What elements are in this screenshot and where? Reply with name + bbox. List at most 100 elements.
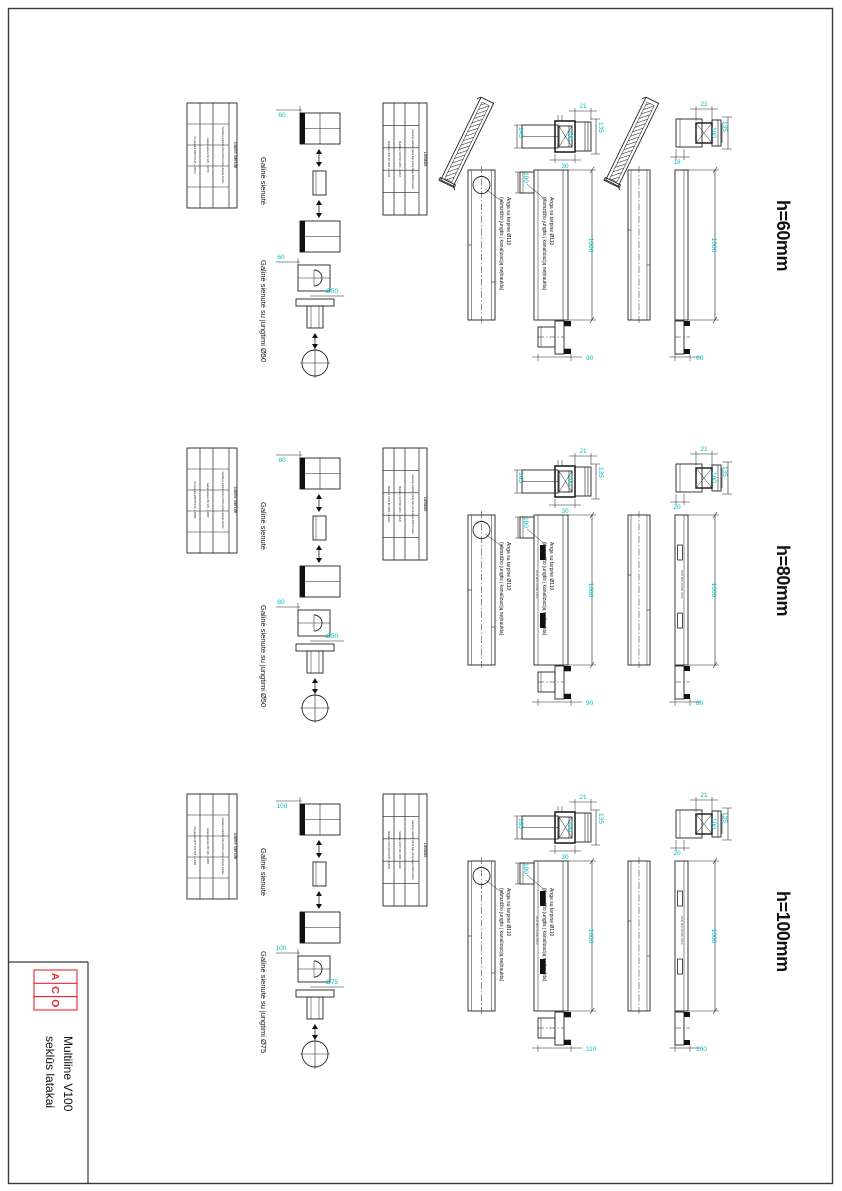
endcap-height-dim: 80 xyxy=(278,457,286,464)
dim-base: 18 xyxy=(673,159,681,166)
plan-view-plain xyxy=(627,165,651,325)
title-block: A C O Multiline V100 seklūs latakai xyxy=(8,961,89,1184)
channel-table-row: Multiline V100 100 1000 - 13030 xyxy=(398,831,402,869)
dim-width: 135 xyxy=(721,121,728,132)
endcap-table-row: Su jungtimi Ø50 80 135 + 13081 xyxy=(193,481,197,519)
dim-grate-width: 100 xyxy=(566,821,573,832)
endcap-drawing xyxy=(275,450,341,598)
dim-profile-height: 90 xyxy=(586,355,594,362)
endcap-table-row: Su jungtimi Ø50 60 135 + 13071 xyxy=(193,136,197,174)
dim-base: 20 xyxy=(673,504,681,511)
dim-total-height: 145 xyxy=(517,127,524,138)
channel-table-headers: Gaminys Aukštis (mm) Ilgis (mm) Anga Ø11… xyxy=(411,820,415,880)
dim-width: 135 xyxy=(597,813,604,824)
dim-profile-height: 90 xyxy=(586,700,594,707)
endcap-table-row: Su jungtimi Ø75 100 135 + 13091 xyxy=(193,827,197,866)
endcap-conn-label: Galinė sienutė su jungtimi Ø75 xyxy=(259,951,268,1053)
endcap-table-title: Galinė sienutė xyxy=(233,487,238,514)
dim-profile-height: 80 xyxy=(696,700,704,707)
outlet-annotation-line1: Anga su tarpine Ø110 xyxy=(548,197,554,245)
cross-section-outlet xyxy=(513,798,601,855)
dim-socket: 100 xyxy=(522,863,529,874)
side-view-outlet xyxy=(514,511,597,669)
isometric-channel xyxy=(436,95,497,191)
aco-logo xyxy=(33,969,78,1011)
dim-total-height: 185 xyxy=(517,818,524,829)
outlet-annotation-line2: (vamzdžio jungtis į kanalizaciją neįtrau… xyxy=(541,542,547,636)
dim-length: 1000 xyxy=(587,238,594,253)
dim-length: 1000 xyxy=(710,583,717,598)
channel-table-title: Latakas xyxy=(423,497,428,512)
section-h100: h=100mm Galinė sienutė Gaminys Aukštis (… xyxy=(186,792,793,1070)
channel-table-row: Multiline V100 80 1000 + 13021 xyxy=(387,486,391,523)
outlet-annotation-line1: Anga su tarpine Ø110 xyxy=(548,542,554,590)
conn-diameter-dim: Ø50 xyxy=(326,633,339,640)
cross-section-outlet xyxy=(513,452,601,509)
outlet-annotation-line1: Anga su tarpine Ø110 xyxy=(548,888,554,936)
outlet-annotation-line2: (vamzdžio jungtis į kanalizaciją neįtrau… xyxy=(541,197,547,291)
dim-grate-width: 100 xyxy=(566,475,573,486)
endcap-table-row: Galinė sienutė 100 135 - 13090 xyxy=(206,828,210,865)
channel-table-row: Multiline V100 60 1000 - 13010 xyxy=(398,141,402,177)
channel-table-title: Latakas xyxy=(423,152,428,167)
cross-section-plain xyxy=(669,105,733,161)
endcap-conn-drawing xyxy=(275,602,345,724)
dim-length: 1000 xyxy=(587,583,594,598)
product-title-line2: seklūs latakai xyxy=(43,1036,57,1108)
dim-width: 135 xyxy=(597,467,604,478)
section-header: h=100mm xyxy=(773,891,793,972)
outlet-annotation-line2: (vamzdžio jungtis į kanalizaciją neįtrau… xyxy=(541,888,547,982)
dim-edge: 21 xyxy=(579,448,587,455)
section-h60: h=60mm Galinė sienutė Gaminys Aukštis (m… xyxy=(186,95,793,379)
endcap-conn-drawing xyxy=(275,257,345,379)
dim-profile-height: 100 xyxy=(696,1046,707,1053)
channel-table-title: Latakas xyxy=(423,843,428,858)
dim-base: 20 xyxy=(673,850,681,857)
profile-outlet xyxy=(531,1011,583,1053)
dim-base: 30 xyxy=(561,508,569,515)
dim-edge: 21 xyxy=(579,103,587,110)
dim-profile-height: 110 xyxy=(586,1046,597,1053)
endcap-drawing xyxy=(275,796,341,944)
cross-section-plain xyxy=(669,450,733,506)
endcap-table-title: Galinė sienutė xyxy=(233,142,238,169)
dim-width: 135 xyxy=(721,466,728,477)
side-view-outlet xyxy=(514,166,597,324)
isometric-channel xyxy=(601,95,662,191)
dim-base: 30 xyxy=(561,163,569,170)
dim-length: 1000 xyxy=(710,929,717,944)
dim-width: 135 xyxy=(721,812,728,823)
endcap-label: Galinė sienutė xyxy=(259,502,268,550)
dim-edge: 21 xyxy=(700,446,708,453)
product-title-line1: Multiline V100 xyxy=(61,1036,75,1112)
dim-edge: 21 xyxy=(579,794,587,801)
endcap-label: Galinė sienutė xyxy=(259,848,268,896)
logo-letter: O xyxy=(49,999,61,1007)
endcap-height-dim: 100 xyxy=(277,803,288,810)
endcap-drawing xyxy=(275,105,341,253)
channel-marking: ACO MULTILINE V100 xyxy=(680,570,684,599)
profile-outlet xyxy=(531,665,583,707)
endcap-height-dim: 60 xyxy=(278,112,286,119)
dim-grate-width: 100 xyxy=(566,130,573,141)
dim-edge: 21 xyxy=(700,792,708,799)
section-header: h=60mm xyxy=(773,200,793,271)
dim-length: 1000 xyxy=(587,929,594,944)
logo-letter: C xyxy=(49,986,61,994)
endcap-conn-label: Galinė sienutė su jungtimi Ø50 xyxy=(259,260,268,362)
plan-view-plain xyxy=(627,856,651,1016)
endcap-table-row: Galinė sienutė 60 135 - 13070 xyxy=(206,138,210,173)
endcap-table-title: Galinė sienutė xyxy=(233,833,238,860)
section-header: h=80mm xyxy=(773,545,793,616)
channel-marking: ACO MULTILINE V100 xyxy=(535,570,539,599)
endcap-table-headers: Gaminys Aukštis (mm) Plotis (mm) Jungtis… xyxy=(221,127,225,184)
endcap-conn-label: Galinė sienutė su jungtimi Ø50 xyxy=(259,605,268,707)
conn-diameter-dim: Ø75 xyxy=(326,979,339,986)
conn-diameter-dim: Ø50 xyxy=(326,288,339,295)
cross-section-plain xyxy=(669,796,733,852)
dim-profile-height: 60 xyxy=(696,355,704,362)
channel-table-row: Multiline V100 100 1000 + 13031 xyxy=(387,831,391,870)
sheet-border xyxy=(7,7,834,1185)
profile-outlet xyxy=(531,320,583,362)
